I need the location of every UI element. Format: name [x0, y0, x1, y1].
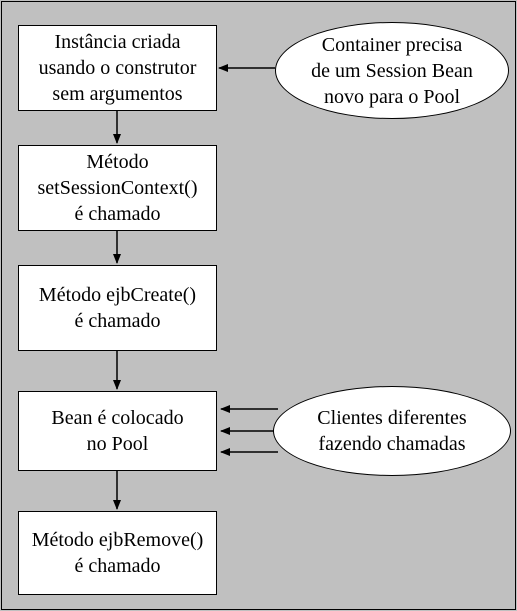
container-ellipse-line-1: Container precisa — [321, 33, 463, 56]
container-ellipse-line-2: de um Session Bean — [311, 59, 473, 82]
step-instance-created-line-1: Instância criada — [54, 31, 181, 53]
step-instance-created-line-3: sem argumentos — [52, 83, 183, 105]
step-set-session-context-line-2: setSessionContext() — [37, 177, 198, 199]
step-ejb-remove: Método ejbRemove() é chamado — [18, 511, 217, 595]
step-ejb-create: Método ejbCreate() é chamado — [18, 265, 217, 351]
step-ejb-remove-line-1: Método ejbRemove() — [31, 529, 204, 551]
step-ejb-create-line-1: Método ejbCreate() — [38, 284, 197, 306]
step-instance-created-line-2: usando o construtor — [38, 57, 197, 79]
step-instance-created: Instância criada usando o construtor sem… — [18, 25, 217, 111]
step-set-session-context: Método setSessionContext() é chamado — [18, 145, 217, 231]
container-needs-bean-ellipse: Container precisa de um Session Bean nov… — [275, 22, 509, 119]
container-ellipse-line-3: novo para o Pool — [323, 85, 461, 108]
step-bean-in-pool-line-2: no Pool — [86, 433, 149, 455]
step-ejb-create-line-2: é chamado — [74, 310, 161, 332]
step-set-session-context-line-1: Método — [86, 151, 149, 173]
clients-ellipse-line-2: fazendo chamadas — [318, 433, 466, 455]
step-bean-in-pool: Bean é colocado no Pool — [18, 391, 217, 471]
clients-calling-ellipse: Clientes diferentes fazendo chamadas — [273, 386, 511, 476]
step-ejb-remove-line-2: é chamado — [74, 555, 161, 577]
step-set-session-context-line-3: é chamado — [74, 203, 161, 225]
clients-ellipse-line-1: Clientes diferentes — [317, 407, 467, 429]
step-bean-in-pool-line-1: Bean é colocado — [51, 407, 184, 429]
